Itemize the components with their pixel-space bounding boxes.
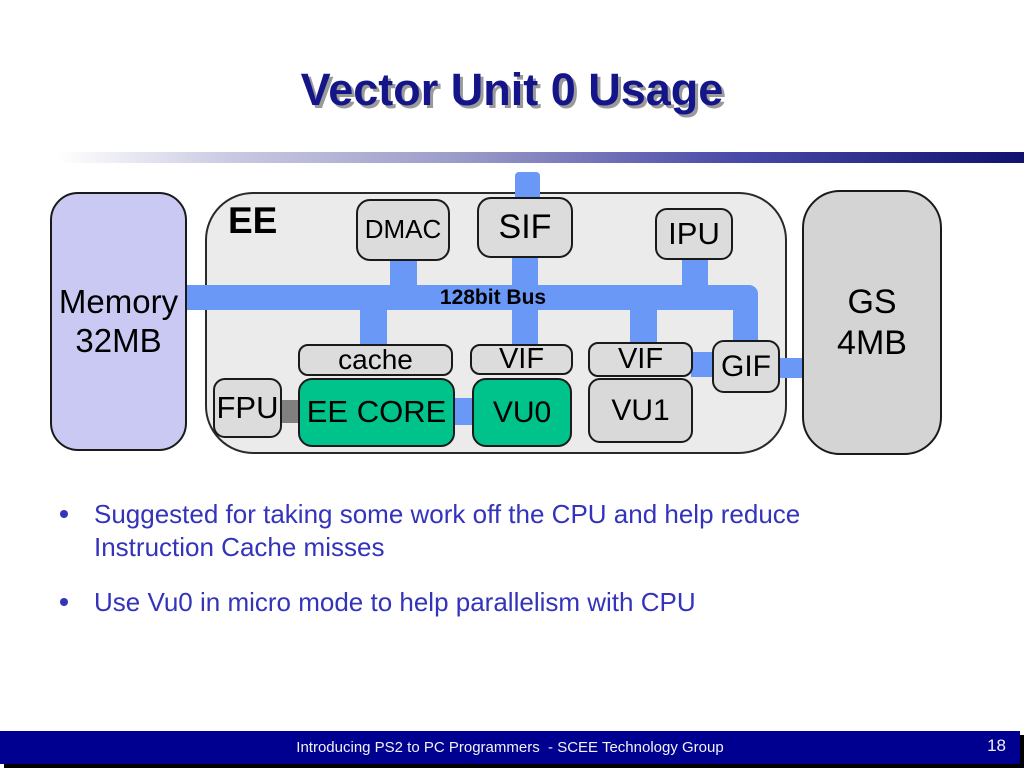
page-title: Vector Unit 0 Usage [300,64,724,115]
footer-text: Introducing PS2 to PC Programmers - SCEE… [296,739,724,756]
gs-label-line1: GS [847,283,897,322]
gif-box: GIF [712,340,780,393]
connector-bus-gif [733,298,758,342]
bus-main [187,285,758,310]
connector-sif-vif0 [512,254,538,347]
bullet-text-2: Use Vu0 in micro mode to help parallelis… [94,586,696,617]
ee-label: EE [228,200,278,241]
connector-bus-cache [360,308,387,346]
fpu-box: FPU [213,378,282,438]
gs-box: GS 4MB [802,190,942,455]
sif-box: SIF [477,197,573,258]
list-item: Suggested for taking some work off the C… [52,498,894,565]
ee-core-box: EE CORE [298,378,455,447]
vu1-box: VU1 [588,378,693,443]
memory-label-line2: 32MB [75,321,162,359]
cache-box: cache [298,344,453,376]
gs-label-line2: 4MB [837,323,907,362]
bullet-dot-icon [60,597,68,606]
connector-gif-gs [776,358,804,378]
memory-box: Memory 32MB [50,192,187,451]
footer-bar: Introducing PS2 to PC Programmers - SCEE… [0,731,1020,764]
vif0-box: VIF [470,344,573,375]
connector-eecore-vu0 [453,398,474,425]
bullet-list: Suggested for taking some work off the C… [52,498,902,640]
vif1-box: VIF [588,342,693,377]
bus-label: 128bit Bus [439,286,547,309]
vu0-box: VU0 [472,378,572,447]
connector-fpu-eecore [280,400,300,423]
page-number: 18 [987,736,1006,755]
title-divider [58,152,1024,163]
ipu-box: IPU [655,208,733,260]
dmac-box: DMAC [356,199,450,261]
connector-bus-vif1 [630,308,657,345]
memory-label-line1: Memory [58,282,179,320]
list-item: Use Vu0 in micro mode to help parallelis… [52,586,894,619]
bullet-text-1: Suggested for taking some work off the C… [94,499,801,563]
bullet-dot-icon [60,510,68,518]
connector-dmac-bus [390,256,417,288]
connector-vif1-gif [691,352,714,377]
